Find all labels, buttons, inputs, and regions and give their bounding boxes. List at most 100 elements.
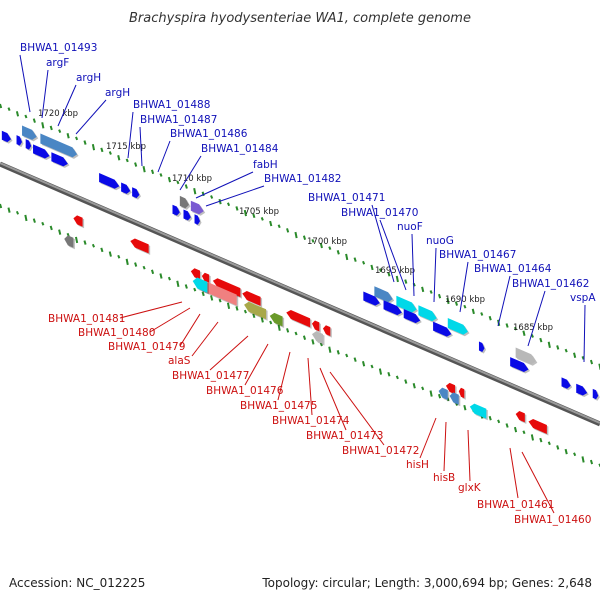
gene-label[interactable]: BHWA1_01488 [133,99,210,111]
gc-tick [235,306,239,311]
gene-arrow[interactable] [478,341,485,352]
gene-label[interactable]: argH [76,72,101,84]
gene-arrow[interactable] [172,204,180,216]
gene-arrow[interactable] [190,268,201,280]
gene-label[interactable]: nuoF [397,221,423,233]
gc-tick [488,315,492,321]
gene-arrow[interactable] [64,235,74,248]
gene-arrow[interactable] [396,295,417,313]
gene-arrow[interactable] [190,200,204,215]
gc-tick [193,287,197,292]
gc-tick [488,415,492,421]
kbp-label: 1700 kbp [307,237,347,247]
gene-arrow[interactable] [383,300,402,316]
gene-arrow[interactable] [121,182,131,194]
gene-label[interactable]: BHWA1_01482 [264,173,341,185]
gene-arrow[interactable] [73,215,83,227]
gene-arrow[interactable] [194,214,201,225]
gene-arrow[interactable] [469,403,487,419]
gene-arrow[interactable] [363,291,380,306]
gene-label[interactable]: nuoG [426,235,454,247]
gene-arrow[interactable] [242,290,261,306]
gene-arrow[interactable] [515,347,536,365]
gene-label[interactable]: BHWA1_01461 [477,499,554,511]
gene-arrow[interactable] [130,238,149,254]
gene-arrow[interactable] [183,209,191,221]
gc-tick [311,339,315,345]
gene-arrow[interactable] [25,139,32,150]
gene-label[interactable]: fabH [253,159,278,171]
gene-label[interactable]: BHWA1_01481 [48,313,125,325]
gene-arrow[interactable] [40,133,78,158]
gene-label[interactable]: BHWA1_01493 [20,42,97,54]
gene-label[interactable]: BHWA1_01487 [140,114,217,126]
gene-arrow[interactable] [592,388,599,400]
gc-tick [497,419,501,424]
gene-label[interactable]: BHWA1_01473 [306,430,383,442]
gene-arrow[interactable] [447,318,468,335]
gene-arrow[interactable] [576,383,588,396]
gc-tick [530,434,534,441]
gene-arrow[interactable] [286,310,311,328]
gene-arrow[interactable] [99,172,120,189]
gene-label[interactable]: glxK [458,482,482,494]
gc-tick [159,173,163,177]
gene-arrow[interactable] [311,331,323,344]
gene-label[interactable]: BHWA1_01472 [342,445,419,457]
gene-arrow[interactable] [445,382,456,395]
gene-arrow[interactable] [438,387,448,401]
gene-arrow[interactable] [311,320,320,332]
gene-label[interactable]: BHWA1_01480 [78,327,155,339]
gene-label[interactable]: BHWA1_01476 [206,385,284,397]
gene-arrow[interactable] [433,321,452,337]
gene-label[interactable]: hisH [406,459,429,471]
gene-arrow[interactable] [449,392,459,405]
gene-arrow[interactable] [418,305,437,322]
gene-arrow[interactable] [212,278,241,298]
gene-arrow[interactable] [528,419,547,434]
gene-arrow[interactable] [22,125,37,140]
gene-label[interactable]: BHWA1_01471 [308,192,385,204]
gc-tick [395,375,399,380]
gene-arrow[interactable] [192,277,208,293]
gene-arrow[interactable] [269,312,283,327]
gene-arrow[interactable] [515,411,525,423]
gc-tick [387,371,391,377]
gene-label[interactable]: argF [46,57,69,69]
gene-arrow[interactable] [51,152,68,167]
gene-label[interactable]: BHWA1_01462 [512,278,589,290]
gene-label[interactable]: vspA [570,292,596,304]
gene-label[interactable]: alaS [168,355,191,367]
gene-label[interactable]: BHWA1_01460 [514,514,591,526]
gene-label[interactable]: BHWA1_01475 [240,400,317,412]
gc-ticks [0,103,600,468]
gene-arrow[interactable] [201,272,210,284]
gc-tick [0,203,3,209]
gene-arrow[interactable] [403,308,421,324]
gene-label[interactable]: BHWA1_01470 [341,207,418,219]
gene-arrow[interactable] [179,195,190,209]
gene-arrow[interactable] [33,144,50,159]
gene-arrow[interactable] [16,135,23,146]
gc-tick [91,144,96,151]
gene-arrow[interactable] [374,286,393,303]
gene-label[interactable]: BHWA1_01464 [474,263,552,275]
gene-arrow[interactable] [322,325,331,337]
gene-label[interactable]: BHWA1_01486 [170,128,248,140]
gc-tick [210,195,214,199]
gene-label[interactable]: BHWA1_01479 [108,341,185,353]
gene-label[interactable]: BHWA1_01484 [201,143,279,155]
gene-label[interactable]: argH [105,87,130,99]
gene-arrow[interactable] [561,377,571,389]
gene-label[interactable]: hisB [433,472,455,484]
gene-arrow[interactable] [244,301,267,320]
gene-arrow[interactable] [132,187,140,199]
gene-arrow[interactable] [1,130,12,143]
gene-label[interactable]: BHWA1_01467 [439,249,516,261]
gene-label[interactable]: BHWA1_01474 [272,415,350,427]
gc-tick [218,298,222,303]
gene-arrow[interactable] [510,357,529,373]
gene-arrow[interactable] [458,387,465,399]
gene-label[interactable]: BHWA1_01477 [172,370,249,382]
kbp-label: 1710 kbp [172,174,212,184]
